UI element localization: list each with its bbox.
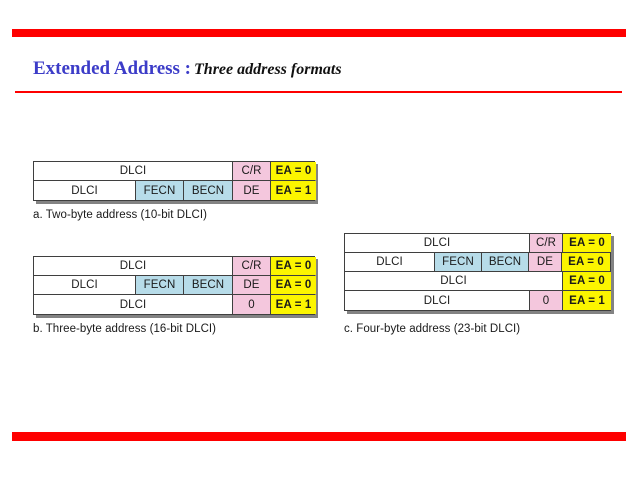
field-cell-becn: BECN [184,276,233,294]
field-cell-ea-1: EA = 1 [563,291,611,310]
two-byte-address-caption: a. Two-byte address (10-bit DLCI) [33,209,208,221]
field-cell-0: 0 [530,291,563,310]
field-cell-ea-1: EA = 1 [271,181,316,200]
three-byte-address-caption: b. Three-byte address (16-bit DLCI) [33,323,217,335]
four-byte-address-caption: c. Four-byte address (23-bit DLCI) [344,323,521,335]
field-cell-c-r: C/R [530,234,563,252]
field-cell-dlci: DLCI [34,181,136,200]
field-cell-dlci: DLCI [345,253,435,271]
field-cell-ea-0: EA = 0 [562,253,610,271]
title-underline-rule [15,91,622,93]
field-cell-fecn: FECN [136,276,184,294]
field-cell-ea-0: EA = 0 [563,234,611,252]
field-cell-dlci: DLCI [345,291,530,310]
field-cell-de: DE [529,253,562,271]
field-cell-becn: BECN [482,253,529,271]
field-cell-dlci: DLCI [34,295,233,314]
page-title: Extended Address :Three address formats [33,57,342,82]
field-cell-c-r: C/R [233,257,271,275]
page-title-main: Extended Address : [33,58,192,79]
field-cell-becn: BECN [184,181,233,200]
field-cell-ea-0: EA = 0 [271,257,316,275]
field-cell-dlci: DLCI [345,234,530,252]
field-cell-ea-0: EA = 0 [563,272,611,290]
field-cell-0: 0 [233,295,271,314]
field-cell-ea-1: EA = 1 [271,295,316,314]
field-cell-c-r: C/R [233,162,271,180]
field-cell-dlci: DLCI [34,257,233,275]
bottom-accent-rule [12,432,626,441]
field-cell-fecn: FECN [435,253,482,271]
field-cell-de: DE [233,276,271,294]
field-cell-fecn: FECN [136,181,184,200]
field-cell-dlci: DLCI [34,162,233,180]
field-cell-ea-0: EA = 0 [271,276,316,294]
page-title-subtitle: Three address formats [194,61,342,78]
field-cell-dlci: DLCI [345,272,563,290]
field-cell-ea-0: EA = 0 [271,162,316,180]
field-cell-de: DE [233,181,271,200]
top-accent-rule [12,29,626,37]
field-cell-dlci: DLCI [34,276,136,294]
